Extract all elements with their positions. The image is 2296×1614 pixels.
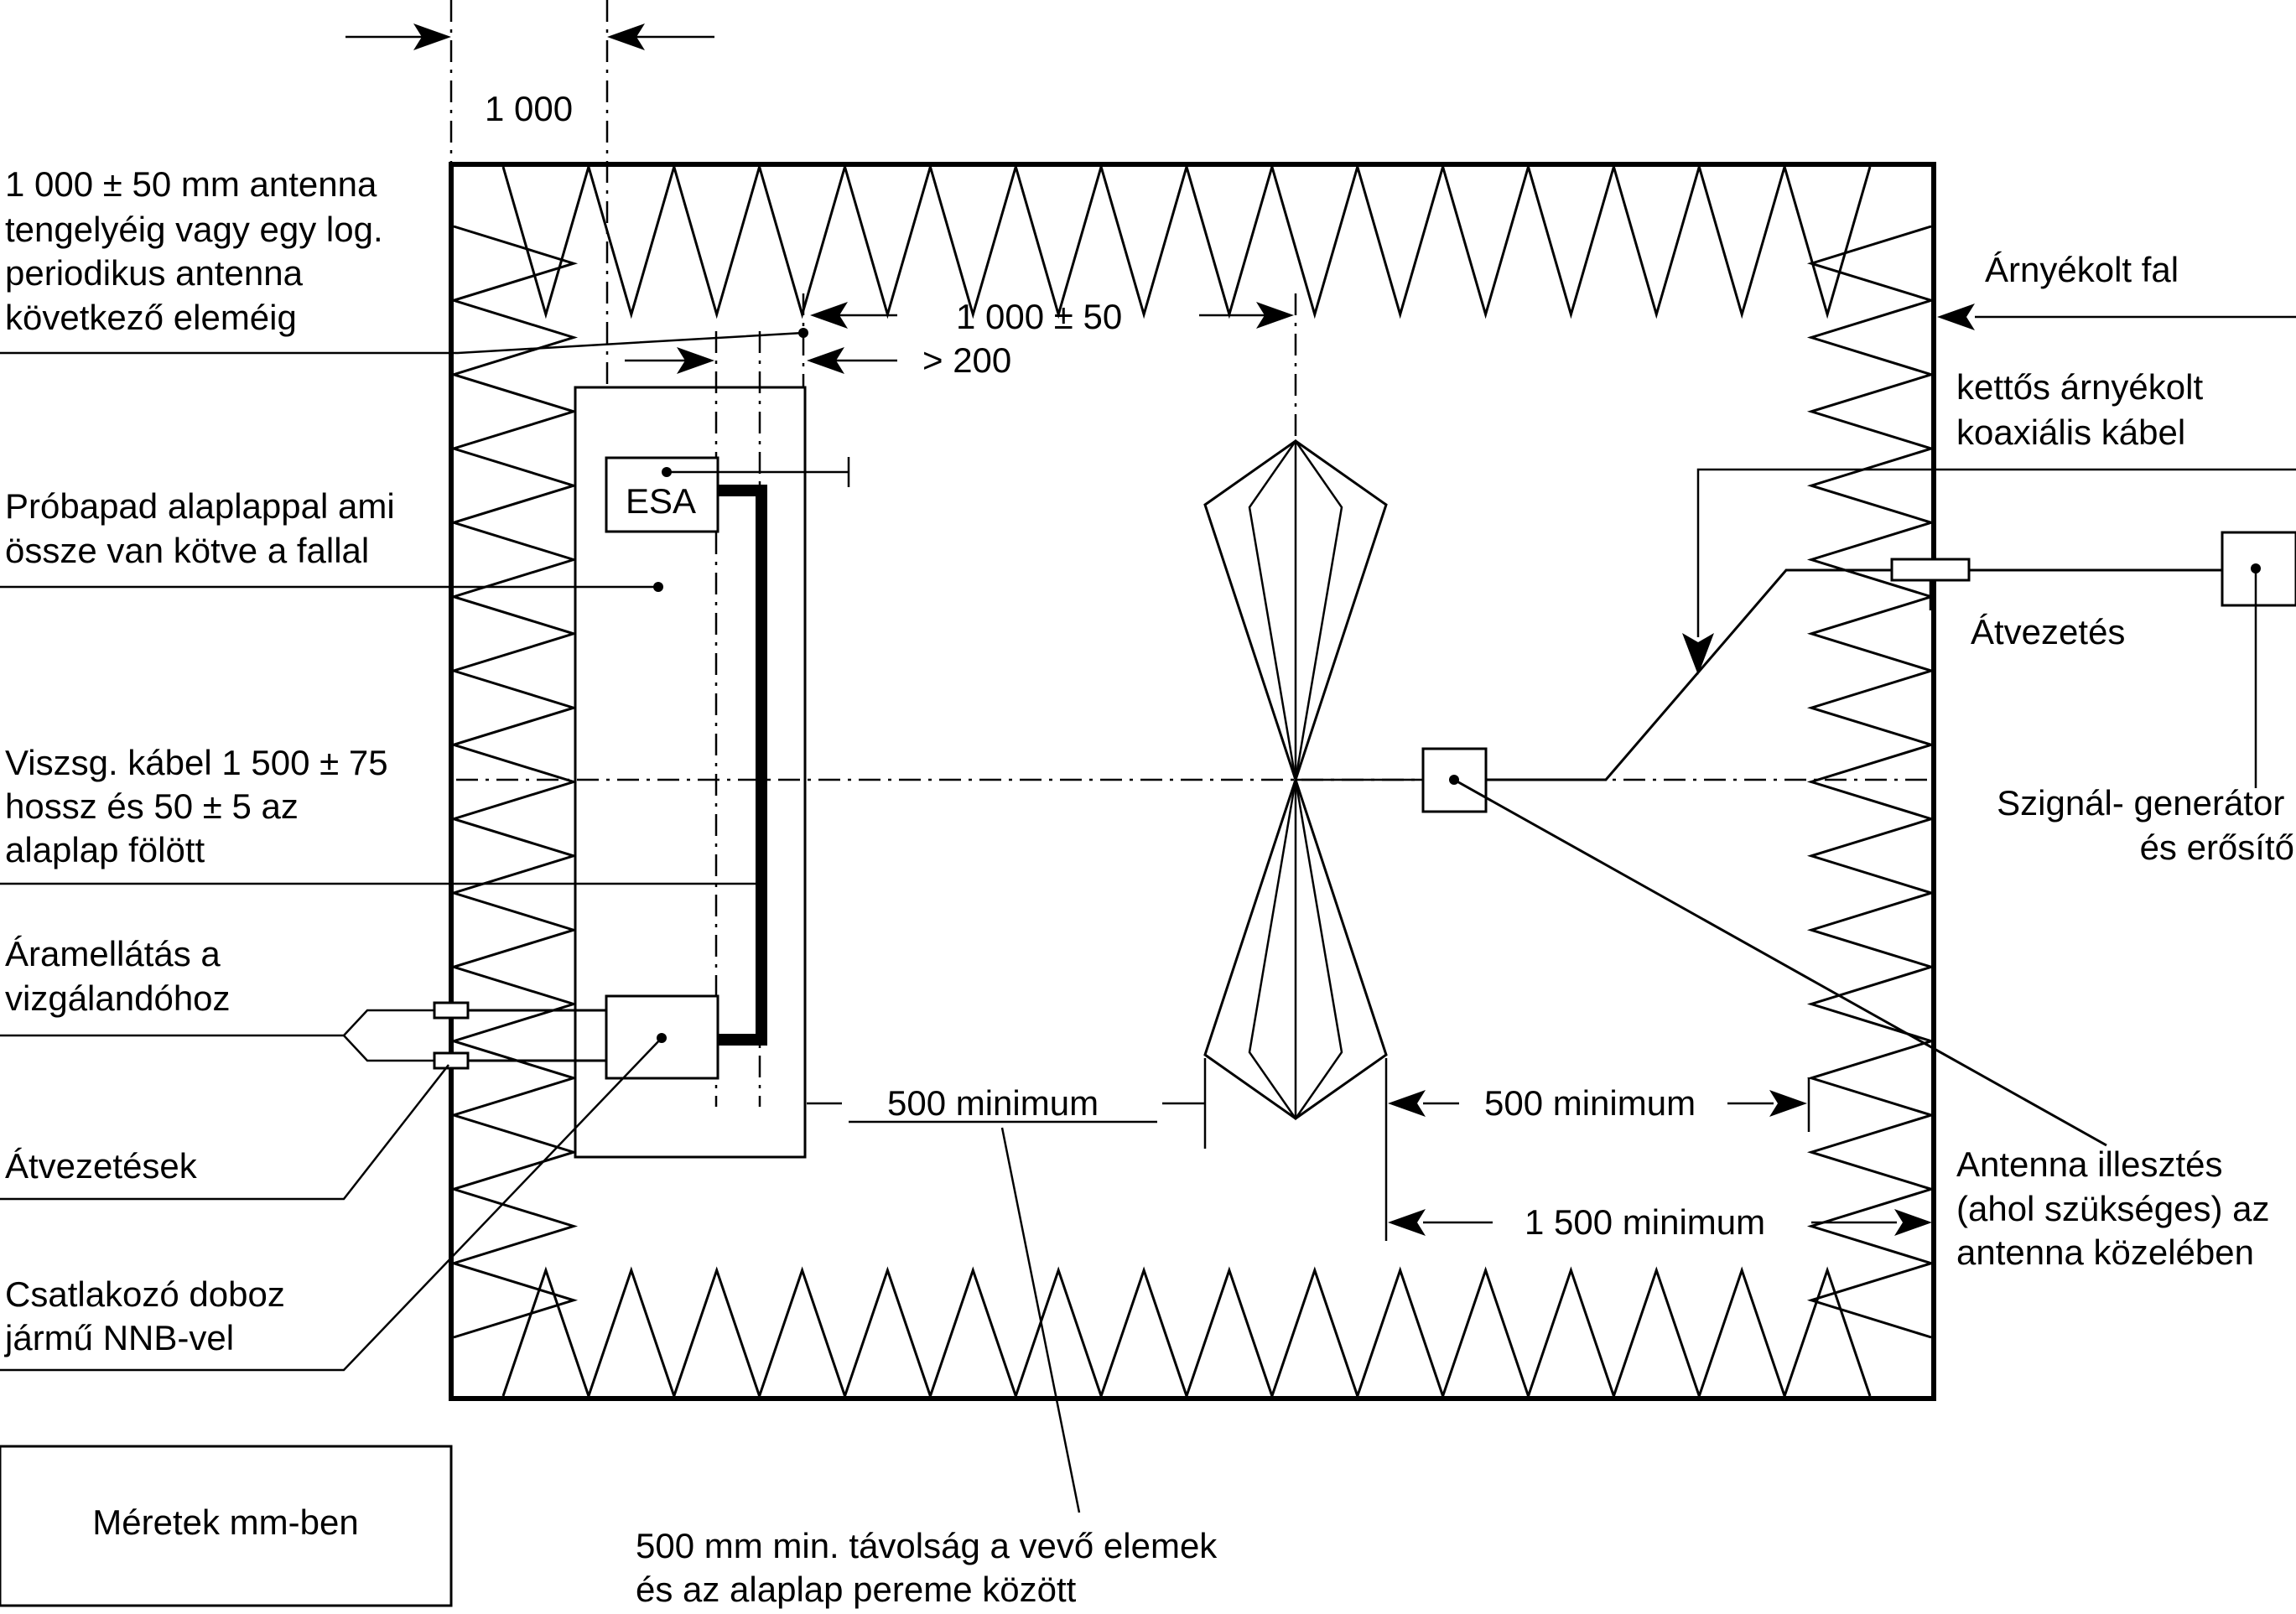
dim-200-label: > 200 bbox=[922, 340, 1011, 380]
test-cable bbox=[718, 485, 767, 1046]
dimension-500-left: 500 minimum bbox=[807, 1058, 1207, 1513]
test-bench-label: Próbapad alaplappal ami össze van kötve … bbox=[5, 486, 404, 570]
power-feedthrough-1 bbox=[433, 1001, 470, 1020]
antenna-axis-dot bbox=[798, 328, 808, 338]
esa-label: ESA bbox=[626, 481, 696, 521]
test-cable-label: Viszsg. kábel 1 500 ± 75 hossz és 50 ± 5… bbox=[5, 743, 397, 869]
dim-500-right-label: 500 minimum bbox=[1484, 1083, 1696, 1123]
units-note-label: Méretek mm-ben bbox=[92, 1502, 358, 1542]
dim-1500-label: 1 500 minimum bbox=[1525, 1202, 1765, 1242]
shielded-chamber-wall bbox=[449, 162, 1936, 1401]
dimension-500-right: 500 minimum bbox=[1384, 1058, 1810, 1241]
absorber-top bbox=[501, 162, 1872, 319]
antenna-match-label: Antenna illesztés (ahol szükséges) az an… bbox=[1956, 1144, 2279, 1272]
dimension-antenna-distance: 1 000 ± 50 bbox=[802, 293, 1297, 1107]
shielded-wall-label: Árnyékolt fal bbox=[1985, 250, 2179, 289]
antenna-axis-label: 1 000 ± 50 mm antenna tengelyéig vagy eg… bbox=[5, 164, 392, 337]
units-note-box bbox=[0, 1445, 453, 1607]
absorber-left bbox=[449, 225, 579, 1339]
antenna-axis-leader bbox=[0, 331, 804, 355]
absorber-right bbox=[1806, 225, 1936, 1339]
feedthrough-label: Átvezetés bbox=[1971, 612, 2125, 651]
signal-generator-label: Szignál- generátor és erősítő bbox=[1997, 783, 2294, 867]
dimension-top-1000: 1 000 bbox=[345, 0, 714, 386]
power-feedthrough-2 bbox=[433, 1051, 470, 1070]
biconical-antenna bbox=[1203, 439, 1423, 1121]
feedthrough-right bbox=[1890, 558, 1971, 582]
power-supply-label: Áramellátás a vizgálandóhoz bbox=[5, 934, 231, 1018]
bottom-note-label: 500 mm min. távolság a vevő elemek és az… bbox=[636, 1526, 1227, 1609]
coax-cable bbox=[1486, 568, 1892, 781]
feedthroughs-label: Átvezetések bbox=[5, 1146, 198, 1186]
dimension-1500: 1 500 minimum bbox=[1388, 1202, 1932, 1242]
dimension-200: > 200 bbox=[625, 340, 1011, 380]
junction-box bbox=[605, 994, 719, 1080]
dim-top-label: 1 000 bbox=[485, 89, 573, 128]
dim-500-left-label: 500 minimum bbox=[887, 1083, 1099, 1123]
junction-box-label: Csatlakozó doboz jármű NNB-vel bbox=[3, 1274, 295, 1357]
coax-cable-label: kettős árnyékolt koaxiális kábel bbox=[1956, 367, 2213, 452]
dim-1000-50-label: 1 000 ± 50 bbox=[956, 297, 1122, 336]
absorber-bottom bbox=[501, 1266, 1872, 1400]
